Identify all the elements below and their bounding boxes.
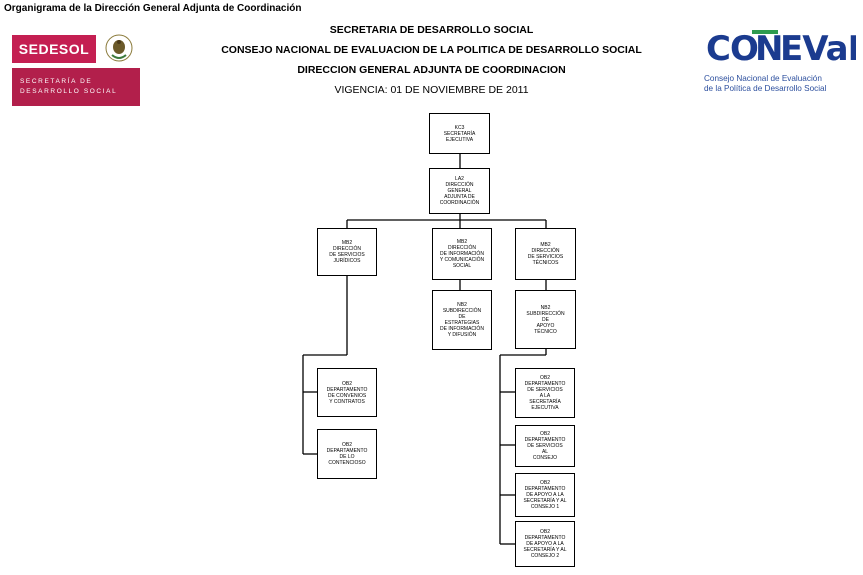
org-code: LA2	[455, 176, 464, 182]
org-unit-name: DEPARTAMENTO DE SERVICIOS A LA SECRETARÍ…	[524, 381, 566, 411]
org-unit-name: SUBDIRECCIÓN DE APOYO TÉCNICO	[526, 310, 565, 335]
org-box-apoyo-consejo-2: OB2 DEPARTAMENTO DE APOYO A LA SECRETARÍ…	[515, 521, 575, 567]
org-code: NB2	[457, 302, 467, 308]
org-unit-name: DEPARTAMENTO DE CONVENIOS Y CONTRATOS	[326, 386, 368, 405]
header-ministry: SECRETARIA DE DESARROLLO SOCIAL	[329, 24, 534, 36]
coneval-subtitle-2: de la Política de Desarrollo Social	[704, 84, 827, 93]
coneval-logo: CO N EVaL Consejo Nacional de Evaluación…	[700, 26, 860, 106]
org-code: MB2	[341, 240, 353, 246]
org-box-servicios-consejo: OB2 DEPARTAMENTO DE SERVICIOS AL CONSEJO	[515, 425, 575, 467]
org-unit-name: DEPARTAMENTO DE APOYO A LA SECRETARÍA Y …	[523, 486, 567, 510]
header-council: CONSEJO NACIONAL DE EVALUACION DE LA POL…	[221, 44, 642, 56]
org-box-servicios-secretaria: OB2 DEPARTAMENTO DE SERVICIOS A LA SECRE…	[515, 368, 575, 418]
svg-text:N: N	[755, 29, 782, 68]
org-code: OB2	[539, 431, 550, 437]
org-unit-name: DEPARTAMENTO DE LO CONTENCIOSO	[326, 448, 368, 466]
org-code: OB2	[539, 375, 550, 381]
org-unit-name: DEPARTAMENTO DE APOYO A LA SECRETARÍA Y …	[523, 535, 567, 559]
org-unit-name: SECRETARÍA EJECUTIVA	[443, 130, 476, 143]
org-code: OB2	[341, 442, 352, 448]
org-code: KC3	[454, 124, 465, 131]
org-unit-name: DIRECCIÓN DE SERVICIOS TÉCNICOS	[527, 248, 564, 266]
org-box-direccion-general: LA2 DIRECCIÓN GENERAL ADJUNTA DE COORDIN…	[429, 168, 490, 214]
header-direction: DIRECCION GENERAL ADJUNTA DE COORDINACIO…	[297, 64, 566, 76]
org-code: OB2	[539, 480, 550, 486]
svg-text:EVaL: EVaL	[780, 29, 856, 68]
org-unit-name: DIRECCIÓN GENERAL ADJUNTA DE COORDINACIÓ…	[439, 182, 480, 206]
header-validity: VIGENCIA: 01 DE NOVIEMBRE DE 2011	[334, 84, 529, 96]
sedesol-subtitle-1: SECRETARÍA DE	[20, 78, 93, 85]
org-code: NB2	[540, 304, 551, 311]
org-unit-name: DIRECCIÓN DE INFORMACIÓN Y COMUNICACIÓN …	[439, 245, 485, 269]
org-unit-name: DIRECCIÓN DE SERVICIOS JURÍDICOS	[329, 246, 365, 264]
org-code: MB2	[456, 239, 468, 245]
coneval-wordmark-icon: CO N EVaL	[706, 29, 856, 68]
org-box-apoyo-tecnico: NB2 SUBDIRECCIÓN DE APOYO TÉCNICO	[515, 290, 576, 349]
sedesol-subtitle-2: DESARROLLO SOCIAL	[20, 88, 118, 95]
org-box-secretaria-ejecutiva: KC3 SECRETARÍA EJECUTIVA	[429, 113, 490, 154]
coat-of-arms-icon	[105, 34, 133, 62]
svg-text:CO: CO	[706, 29, 758, 68]
org-code: OB2	[539, 529, 550, 535]
sedesol-logo: SEDESOL SECRETARÍA DE DESARROLLO SOCIAL	[12, 28, 140, 106]
org-box-estrategias-informacion: NB2 SUBDIRECCIÓN DE ESTRATEGIAS DE INFOR…	[432, 290, 492, 350]
org-unit-name: SUBDIRECCIÓN DE ESTRATEGIAS DE INFORMACI…	[440, 308, 484, 338]
org-box-contencioso: OB2 DEPARTAMENTO DE LO CONTENCIOSO	[317, 429, 377, 479]
org-box-servicios-juridicos: MB2 DIRECCIÓN DE SERVICIOS JURÍDICOS	[317, 228, 377, 276]
org-unit-name: DEPARTAMENTO DE SERVICIOS AL CONSEJO	[524, 437, 566, 461]
org-box-informacion-comunicacion: MB2 DIRECCIÓN DE INFORMACIÓN Y COMUNICAC…	[432, 228, 492, 280]
coneval-subtitle-1: Consejo Nacional de Evaluación	[704, 74, 822, 83]
org-box-apoyo-consejo-1: OB2 DEPARTAMENTO DE APOYO A LA SECRETARÍ…	[515, 473, 575, 517]
document-title: Organigrama de la Dirección General Adju…	[4, 3, 302, 14]
org-box-convenios-contratos: OB2 DEPARTAMENTO DE CONVENIOS Y CONTRATO…	[317, 368, 377, 417]
org-code: OB2	[341, 380, 352, 387]
sedesol-wordmark: SEDESOL	[12, 35, 96, 63]
org-code: MB2	[540, 242, 551, 248]
org-box-servicios-tecnicos: MB2 DIRECCIÓN DE SERVICIOS TÉCNICOS	[515, 228, 576, 280]
